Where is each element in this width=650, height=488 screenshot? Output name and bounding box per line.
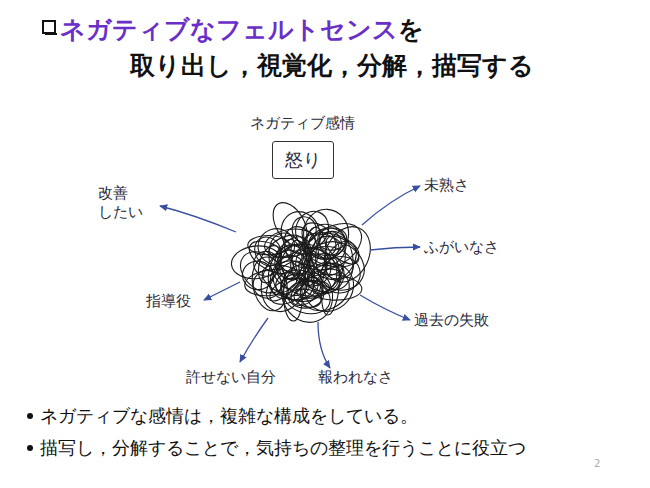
page-number: 2 — [594, 458, 600, 469]
box-text: 怒り — [272, 141, 334, 179]
title-checkbox — [43, 21, 55, 33]
bullet-dot — [27, 413, 33, 419]
component-label: 許せない自分 — [186, 368, 276, 387]
title-line: 取り出し，視覚化，分解，描写する — [42, 48, 534, 84]
checkbox-shadow — [45, 33, 57, 35]
bullet-dot — [27, 445, 33, 451]
slide-title: ネガティブなフェルトセンスを 取り出し，視覚化，分解，描写する — [42, 12, 534, 84]
component-label: 未熟さ — [424, 176, 469, 195]
component-label: 指導役 — [146, 292, 191, 311]
component-label: 報われなさ — [318, 368, 393, 387]
scribble-ball — [230, 197, 379, 330]
component-label: ふがいなさ — [424, 238, 499, 257]
emotion-box: ネガティブ感情怒り — [272, 114, 355, 179]
title-rest: を — [398, 15, 424, 44]
component-label: 過去の失敗 — [414, 311, 489, 330]
bullet-text: 描写し，分解することで，気持ちの整理を行うことに役立つ — [40, 436, 526, 460]
leader-arrows — [160, 186, 420, 368]
title-line: ネガティブなフェルトセンスを — [42, 12, 534, 48]
component-label: 改善 したい — [98, 184, 146, 222]
title-emphasis: ネガティブなフェルトセンス — [60, 15, 398, 44]
bullet-text: ネガティブな感情は，複雑な構成をしている。 — [40, 404, 418, 428]
box-heading: ネガティブ感情 — [250, 114, 355, 133]
